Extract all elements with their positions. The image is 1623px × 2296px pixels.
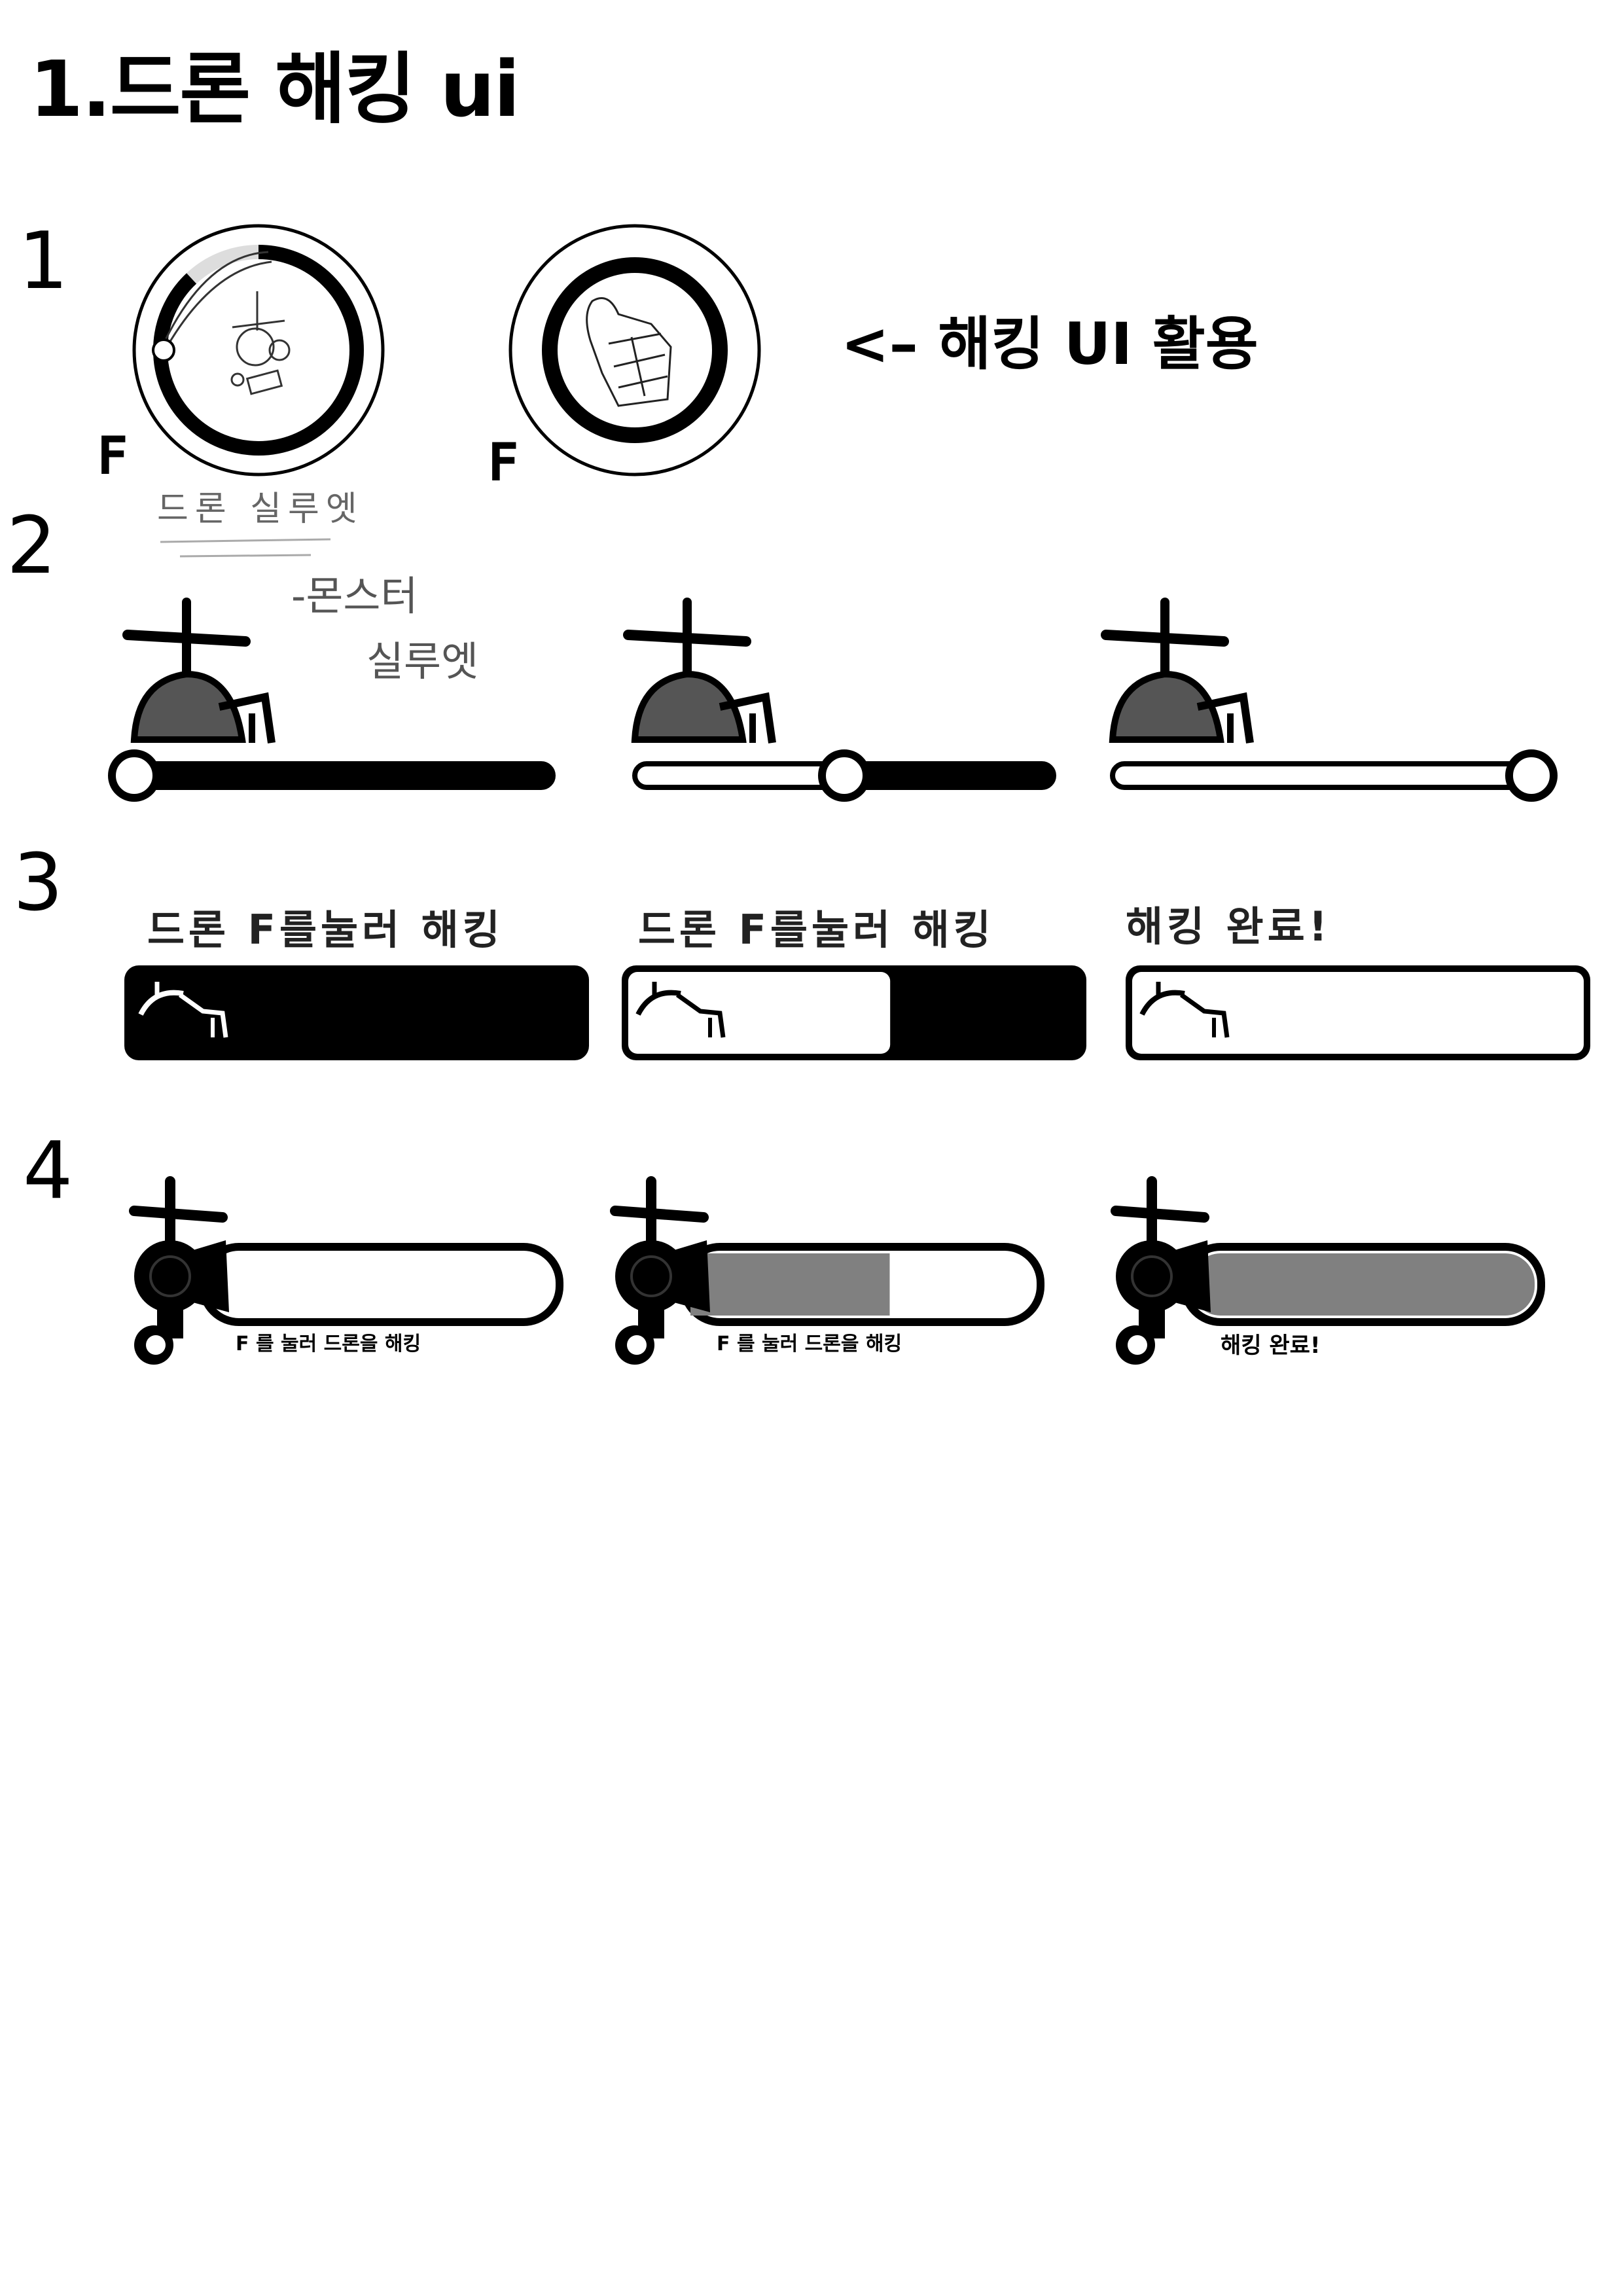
monster-silhouette-icon — [1101, 598, 1254, 744]
slider-remaining — [134, 762, 553, 789]
slider-track — [1110, 761, 1534, 790]
drone-icon — [1139, 982, 1230, 1038]
bar-fill — [1132, 972, 1584, 1054]
hack-progress-bar[interactable] — [618, 962, 1090, 1067]
slider-knob[interactable] — [1505, 749, 1558, 802]
section-1-number: 1 — [18, 216, 69, 307]
slider-knob[interactable] — [818, 749, 870, 802]
hack-prompt-label: 드론 F를눌러 해킹 — [147, 906, 504, 954]
drone-emblem-icon — [129, 1176, 229, 1365]
drone-hack-bar[interactable] — [1106, 1172, 1564, 1368]
bar-frame — [199, 1243, 563, 1326]
monster-silhouette-icon — [623, 598, 776, 744]
monster-silhouette-icon — [122, 598, 276, 744]
monster-hack-ring[interactable] — [504, 216, 779, 491]
hack-progress-bar[interactable] — [1122, 962, 1594, 1067]
slider-remaining — [844, 762, 1054, 789]
drone-icon — [635, 982, 726, 1038]
drone-hack-bar[interactable] — [605, 1172, 1063, 1368]
section-3-number: 3 — [13, 838, 63, 929]
monster-slider[interactable] — [108, 589, 586, 812]
section-2-number: 2 — [7, 501, 57, 592]
drone-icon — [138, 982, 228, 1038]
drone-hack-ring[interactable] — [128, 216, 402, 491]
f-key-label: F — [488, 432, 520, 493]
caption-underline — [160, 538, 331, 558]
hack-complete-label: 해킹 완료! — [1221, 1333, 1321, 1359]
drone-silhouette-caption: 드론 실루엣 — [157, 490, 364, 529]
drone-emblem-icon — [1111, 1176, 1211, 1365]
slider-knob[interactable] — [108, 749, 160, 802]
monster-slider[interactable] — [1093, 589, 1564, 812]
page-title: 1.드론 해킹 ui — [29, 44, 520, 134]
f-key-label: F — [97, 425, 129, 486]
bar-fill — [1191, 1253, 1535, 1316]
monster-note-line-2: 실루엣 — [366, 637, 479, 685]
hack-prompt-label: 드론 F를눌러 해킹 — [638, 906, 995, 954]
hand-sketch-icon — [586, 297, 672, 407]
monster-note-line-1: -몬스터 — [291, 572, 418, 620]
drone-hack-bar[interactable] — [124, 1172, 582, 1368]
hack-complete-label: 해킹 완료! — [1126, 903, 1332, 950]
hack-prompt-label: F 를 눌러 드론을 해킹 — [236, 1333, 421, 1355]
bar-frame — [124, 965, 589, 1060]
bar-fill — [690, 1253, 890, 1316]
bar-fill — [628, 972, 891, 1054]
hack-progress-bar[interactable] — [121, 962, 592, 1067]
drone-sketch-icon — [152, 251, 291, 395]
monster-slider[interactable] — [615, 589, 1086, 812]
ring-progress — [542, 257, 728, 443]
section-4-number: 4 — [23, 1126, 73, 1217]
drone-emblem-icon — [610, 1176, 710, 1365]
hack-prompt-label: F 를 눌러 드론을 해킹 — [717, 1333, 902, 1355]
ui-note: <– 해킹 UI 활용 — [841, 310, 1258, 378]
